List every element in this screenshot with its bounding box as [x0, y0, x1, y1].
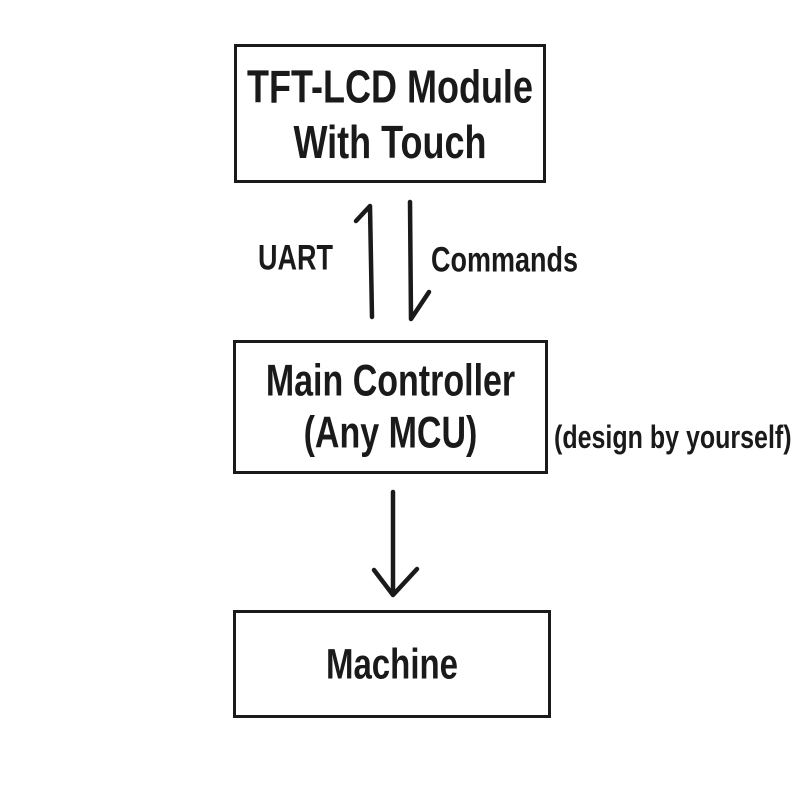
commands-down-arrow: [407, 199, 432, 322]
commands-edge-label: Commands: [431, 240, 579, 280]
node-machine: Machine: [233, 610, 551, 718]
node-tft-lcd-module: TFT-LCD Module With Touch: [234, 44, 546, 183]
node-tft-lcd-module-label: TFT-LCD Module With Touch: [247, 58, 533, 170]
node-tft-lcd-module-line2: With Touch: [293, 114, 487, 169]
node-main-controller: Main Controller (Any MCU): [233, 340, 548, 474]
node-machine-label: Machine: [326, 639, 458, 688]
node-main-controller-line1: Main Controller: [265, 356, 516, 406]
controller-to-machine-arrow: [371, 489, 420, 598]
uart-up-arrow: [353, 203, 375, 320]
uart-edge-label: UART: [258, 238, 333, 278]
design-by-yourself-annotation: (design by yourself): [554, 419, 792, 457]
node-main-controller-label: Main Controller (Any MCU): [266, 355, 515, 459]
node-main-controller-line2: (Any MCU): [303, 408, 478, 458]
node-machine-line1: Machine: [325, 639, 459, 688]
node-tft-lcd-module-line1: TFT-LCD Module: [247, 58, 533, 113]
